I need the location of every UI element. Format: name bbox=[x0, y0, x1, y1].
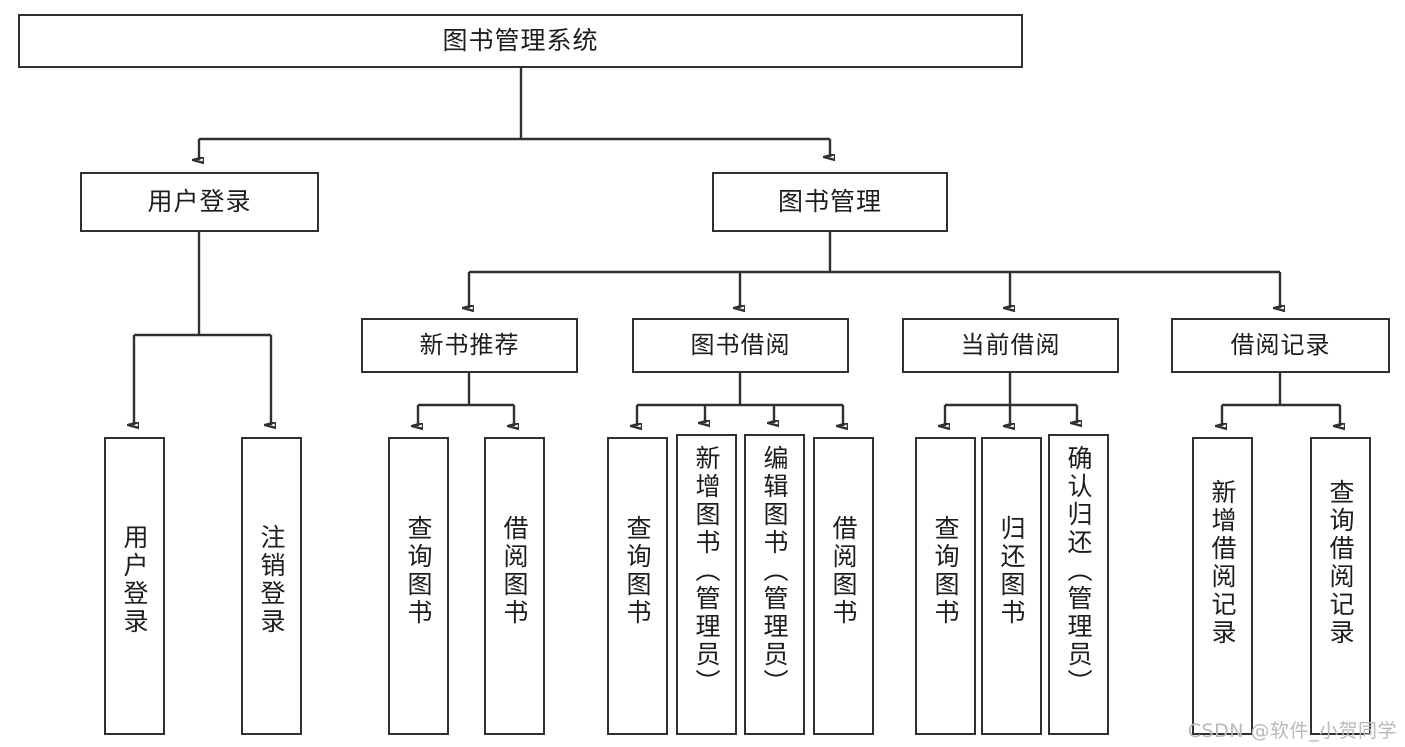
node-book-management[interactable]: 图书管理 bbox=[712, 172, 948, 232]
leaf-new-book-borrow-book[interactable]: 借阅图书 bbox=[484, 437, 545, 735]
node-new-book-recommend[interactable]: 新书推荐 bbox=[361, 318, 578, 373]
leaf-book-borrow-query-book[interactable]: 查询图书 bbox=[607, 437, 668, 735]
node-label: 确认归还（管理员） bbox=[1064, 445, 1093, 697]
node-label: 用户登录 bbox=[120, 524, 149, 636]
node-label: 新增图书（管理员） bbox=[692, 445, 721, 697]
node-label: 查询图书 bbox=[931, 515, 960, 627]
node-label: 借阅图书 bbox=[500, 515, 529, 627]
node-label: 注销登录 bbox=[257, 524, 286, 636]
node-label: 借阅记录 bbox=[1230, 330, 1331, 359]
node-label: 借阅图书 bbox=[829, 515, 858, 627]
node-label: 新增借阅记录 bbox=[1208, 479, 1237, 647]
leaf-new-book-query-book[interactable]: 查询图书 bbox=[388, 437, 449, 735]
node-label: 查询图书 bbox=[404, 515, 433, 627]
leaf-book-borrow-add-book-admin[interactable]: 新增图书（管理员） bbox=[676, 434, 737, 735]
leaf-borrow-record-query-record[interactable]: 查询借阅记录 bbox=[1310, 437, 1371, 735]
node-label: 新书推荐 bbox=[419, 330, 520, 359]
node-label: 归还图书 bbox=[997, 515, 1026, 627]
node-user-login[interactable]: 用户登录 bbox=[80, 172, 319, 232]
node-label: 图书管理 bbox=[777, 186, 882, 216]
node-label: 图书管理系统 bbox=[442, 25, 599, 55]
leaf-current-borrow-query-book[interactable]: 查询图书 bbox=[915, 437, 976, 735]
node-label: 查询借阅记录 bbox=[1326, 479, 1355, 647]
node-label: 编辑图书（管理员） bbox=[760, 445, 789, 697]
node-label: 当前借阅 bbox=[960, 330, 1061, 359]
node-label: 用户登录 bbox=[147, 186, 252, 216]
node-current-borrow[interactable]: 当前借阅 bbox=[902, 318, 1119, 373]
leaf-borrow-record-add-record[interactable]: 新增借阅记录 bbox=[1192, 437, 1253, 735]
leaf-current-borrow-return-book[interactable]: 归还图书 bbox=[981, 437, 1042, 735]
node-borrow-record[interactable]: 借阅记录 bbox=[1171, 318, 1390, 373]
node-label: 查询图书 bbox=[623, 515, 652, 627]
leaf-book-borrow-borrow-book[interactable]: 借阅图书 bbox=[813, 437, 874, 735]
node-label: 图书借阅 bbox=[690, 330, 791, 359]
node-root-system[interactable]: 图书管理系统 bbox=[18, 14, 1023, 68]
node-book-borrow[interactable]: 图书借阅 bbox=[632, 318, 849, 373]
leaf-user-login-login[interactable]: 用户登录 bbox=[104, 437, 165, 735]
leaf-book-borrow-edit-book-admin[interactable]: 编辑图书（管理员） bbox=[744, 434, 805, 735]
leaf-current-borrow-confirm-return-admin[interactable]: 确认归还（管理员） bbox=[1048, 434, 1109, 735]
csdn-watermark: CSDN @软件_小贺同学 bbox=[1187, 720, 1397, 742]
leaf-user-login-logout[interactable]: 注销登录 bbox=[241, 437, 302, 735]
